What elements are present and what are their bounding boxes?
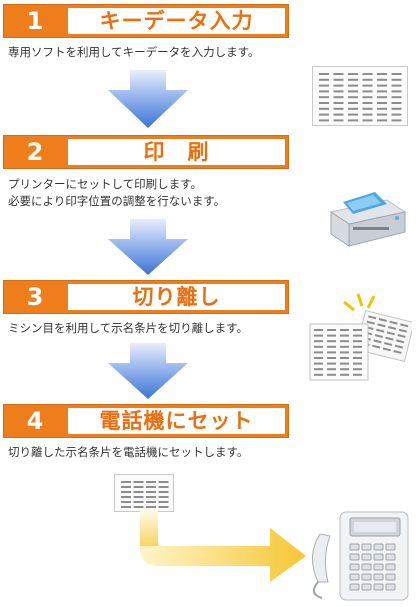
step-1-description: 専用ソフトを利用してキーデータを入力します。	[8, 45, 260, 59]
printer-icon	[329, 192, 407, 247]
step-4-description: 切り離した示名条片を電話機にセットします。	[8, 445, 249, 459]
down-arrow-icon	[108, 343, 188, 399]
down-arrow-icon	[108, 219, 188, 275]
step-4-number: 4	[26, 407, 44, 435]
step-1-header: 1 キーデータ入力	[3, 4, 289, 38]
step-2-description-line-1: プリンターにセットして印刷します。	[8, 177, 203, 191]
step-2-description-line-2: 必要により印字位置の調整を行ないます。	[8, 194, 226, 208]
step-2-number: 2	[26, 138, 44, 166]
step-2-header: 2 印 刷	[3, 135, 289, 169]
step-4-title: 電話機にセット	[99, 409, 254, 433]
label-strip-icon	[114, 474, 174, 512]
step-1-number: 1	[26, 7, 44, 35]
perforated-sheets-icon	[308, 292, 415, 384]
key-data-sheet-icon	[312, 66, 408, 126]
step-3-header: 3 切り離し	[3, 280, 289, 314]
step-3-title: 切り離し	[132, 285, 221, 309]
right-arrow-icon	[140, 510, 306, 582]
telephone-icon	[312, 511, 409, 601]
step-4-header: 4 電話機にセット	[3, 404, 289, 438]
step-2-title: 印 刷	[143, 140, 210, 164]
down-arrow-icon	[108, 70, 188, 128]
step-3-description: ミシン目を利用して示名条片を切り離します。	[8, 321, 249, 335]
step-3-number: 3	[26, 283, 44, 311]
step-1-title: キーデータ入力	[99, 9, 254, 33]
